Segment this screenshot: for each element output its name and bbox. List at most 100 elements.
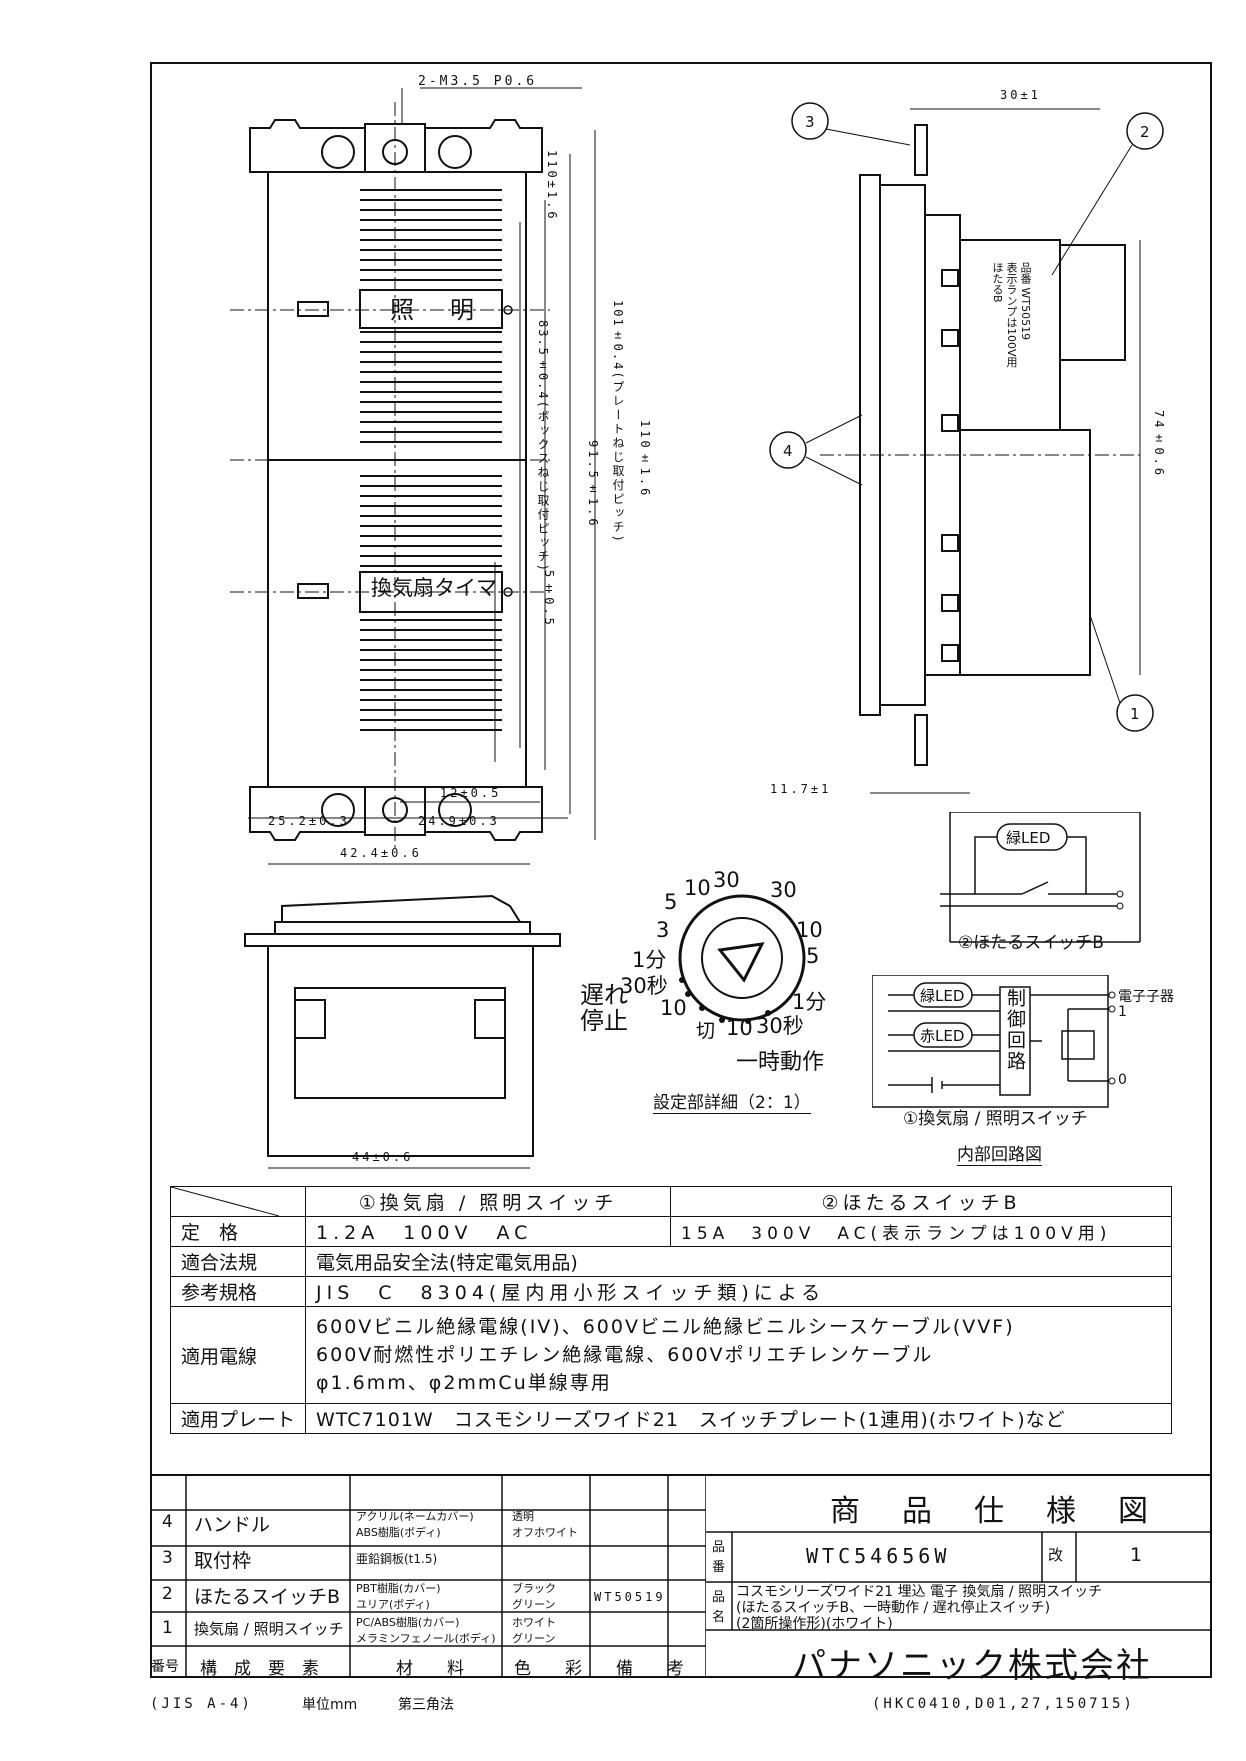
rev-label: 改 — [1048, 1546, 1064, 1564]
dial-30b: 30 — [770, 878, 797, 902]
drawing-title: 商 品 仕 様 図 — [830, 1494, 1154, 1529]
fan-led-green: 緑LED — [920, 987, 964, 1005]
label-lighting: 照 明 — [390, 296, 480, 324]
dial-1min: 1分 — [632, 948, 667, 972]
footer-paper: (JIS A-4) — [150, 1696, 253, 1712]
dim-42-4: 42.4±0.6 — [340, 846, 422, 860]
dial-10-right: 10 — [796, 918, 823, 942]
dial-3: 3 — [656, 918, 670, 942]
fan-circuit: 緑LED 赤LED — [872, 975, 1116, 1108]
fan-caption: ①換気扇 / 照明スイッチ — [903, 1109, 1088, 1129]
part-mat-1a: PC/ABS樹脂(カバー) — [356, 1616, 460, 1629]
terminal-1: 1 — [1118, 1004, 1127, 1020]
dim-box-pitch: 83.5±0.4(ボックスねじ取付ピッチ) — [536, 320, 550, 574]
part-col-2b: グリーン — [512, 1598, 556, 1611]
part-mat-3: 亜鉛鋼板(t1.5) — [356, 1552, 438, 1566]
control-circuit: 制御回路 — [1004, 988, 1026, 1072]
row-label-law: 適合法規 — [169, 1246, 307, 1277]
row-label-plate: 適用プレート — [169, 1403, 307, 1434]
row-label-rating: 定 格 — [169, 1216, 307, 1247]
rating-2: 15A 300V AC(表示ランプは100V用) — [670, 1216, 1172, 1247]
part-name-1: 換気扇 / 照明スイッチ — [194, 1620, 344, 1638]
parts-table — [150, 1474, 706, 1678]
rating-1: 1.2A 100V AC — [305, 1216, 672, 1247]
wire-value: 600Vビニル絶縁電線(IV)、600Vビニル絶縁ビニルシースケーブル(VVF)… — [305, 1306, 1172, 1404]
front-view: 110±1.6 — [230, 87, 596, 852]
part-name-3: 取付枠 — [194, 1550, 252, 1572]
hdr-name: 構 成 要 素 — [200, 1659, 319, 1679]
circuit-title: 内部回路図 — [957, 1140, 1042, 1166]
footer-unit: 単位mm — [302, 1697, 358, 1713]
dim-5: 5±0.5 — [542, 570, 556, 628]
part-no-3: 3 — [162, 1548, 173, 1568]
hotaru-caption: ②ほたるスイッチB — [958, 933, 1104, 953]
mode-temp-operation: 一時動作 — [736, 1050, 825, 1075]
setting-dial[interactable] — [570, 868, 860, 1108]
dial-10-bottom: 10 — [726, 1016, 753, 1040]
row-label-wire: 適用電線 — [169, 1306, 307, 1404]
mode-delay-stop: 遅れ 停止 — [580, 981, 628, 1035]
hotaru-led: 緑LED — [1006, 829, 1050, 847]
dial-30sec: 30秒 — [620, 974, 668, 998]
part-no-4: 4 — [162, 1512, 173, 1532]
part-name-4: ハンドル — [194, 1514, 271, 1536]
label-fan-timer: 換気扇タイマ — [371, 576, 497, 600]
part-col-2a: ブラック — [512, 1582, 556, 1595]
terminal-title: 電子子器 — [1118, 989, 1174, 1005]
bottom-view — [244, 863, 561, 1169]
dim-11-7: 11.7±1 — [770, 782, 832, 796]
dim-110: 110±1.6 — [545, 150, 559, 222]
dial-off: 切 — [696, 1020, 716, 1042]
callout-4: 4 — [783, 442, 793, 460]
drawing-frame — [150, 62, 1212, 1678]
callout-2: 2 — [1140, 123, 1150, 141]
dim-12: 12±0.5 — [440, 786, 502, 800]
part-col-1a: ホワイト — [512, 1616, 556, 1629]
part-mat-4b: ABS樹脂(ボディ) — [356, 1526, 441, 1539]
side-view: 3 2 4 1 — [769, 102, 1164, 794]
name-label: 品名 — [712, 1590, 726, 1625]
dim-screw: 2-M3.5 P0.6 — [418, 74, 538, 89]
hotaru-circuit: 緑LED — [940, 812, 1141, 943]
part-note-2: WT50519 — [594, 1590, 666, 1604]
part-mat-1b: メラミンフェノール(ボディ) — [356, 1632, 496, 1645]
dial-10-left: 10 — [660, 996, 687, 1020]
standard-value: JIS C 8304(屋内用小形スイッチ類)による — [305, 1276, 1172, 1307]
part-name-2: ほたるスイッチB — [194, 1586, 341, 1608]
dial-30sec-right: 30秒 — [756, 1014, 804, 1038]
row-label-standard: 参考規格 — [169, 1276, 307, 1307]
dial-30a: 30 — [713, 868, 740, 892]
dial-caption: 設定部詳細（2：1） — [653, 1088, 811, 1114]
hinban-label: 品番 — [712, 1540, 726, 1575]
bottom-block — [150, 1474, 1212, 1680]
spec-col1: ①換気扇 / 照明スイッチ — [305, 1186, 672, 1217]
hdr-color: 色 彩 — [514, 1659, 582, 1679]
front-bottom-dims — [248, 801, 568, 819]
product-name: コスモシリーズワイド21 埋込 電子 換気扇 / 照明スイッチ (ほたるスイッチ… — [736, 1584, 1103, 1632]
dial-5-right: 5 — [806, 944, 820, 968]
footer-angle: 第三角法 — [398, 1697, 454, 1713]
dim-plate-pitch: 101±0.4(プレートねじ取付ピッチ) — [611, 300, 625, 544]
side-label: 品番 WT50519 表示ランプは100V用 ほたるB — [991, 262, 1032, 368]
dial-5: 5 — [664, 890, 678, 914]
fan-led-red: 赤LED — [920, 1027, 964, 1045]
spec-col2: ②ほたるスイッチB — [670, 1186, 1172, 1217]
part-col-4b: オフホワイト — [512, 1526, 578, 1539]
hdr-note: 備 考 — [616, 1659, 684, 1679]
dim-44: 44±0.6 — [352, 1150, 414, 1164]
callout-3: 3 — [805, 113, 815, 131]
law-value: 電気用品安全法(特定電気用品) — [305, 1246, 1172, 1277]
hdr-no: 番号 — [151, 1659, 179, 1675]
company-name: パナソニック株式会社 — [792, 1646, 1152, 1686]
part-col-4a: 透明 — [512, 1510, 534, 1523]
footer-code: (HKC0410,D01,27,150715) — [872, 1696, 1135, 1712]
part-no-1: 1 — [162, 1618, 173, 1638]
dim-30: 30±1 — [1000, 88, 1041, 102]
dim-91-5: 91.5±1.6 — [586, 440, 600, 529]
dim-74: 74±0.6 — [1152, 410, 1166, 479]
hdr-material: 材 料 — [396, 1659, 464, 1679]
part-no-2: 2 — [162, 1584, 173, 1604]
hinban-value: WTC54656W — [806, 1544, 951, 1568]
title-block-lines — [706, 1531, 1212, 1631]
dim-110-label: 110±1.6 — [638, 420, 652, 499]
